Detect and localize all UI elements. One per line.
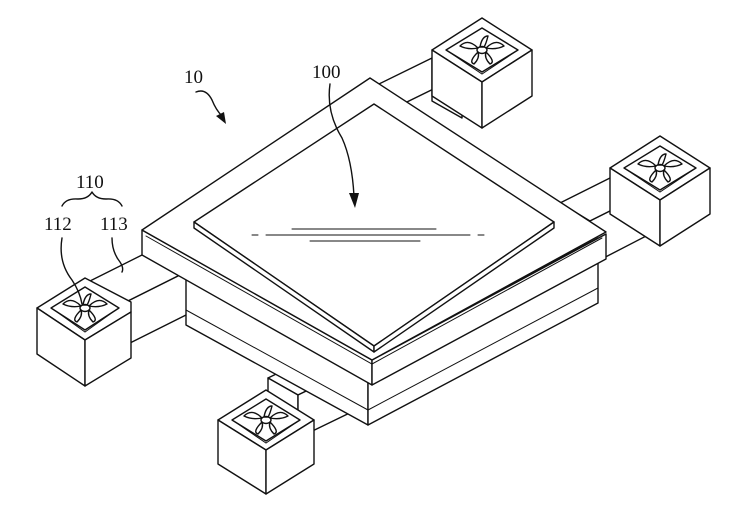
fan-icon bbox=[459, 35, 505, 65]
leader-housing bbox=[111, 237, 124, 273]
fan-icon bbox=[637, 153, 683, 183]
label-device: 10 bbox=[184, 67, 203, 88]
label-panel: 100 bbox=[312, 62, 341, 83]
arrowhead-panel bbox=[349, 193, 359, 208]
fan-module-left bbox=[36, 277, 132, 387]
display-panel bbox=[193, 103, 555, 353]
label-housing: 113 bbox=[100, 214, 128, 235]
brace-module bbox=[61, 191, 123, 207]
fan-icon bbox=[62, 293, 108, 323]
leader-fan bbox=[60, 237, 83, 305]
fan-module-right bbox=[609, 135, 711, 247]
fan-module-bottom bbox=[217, 389, 315, 495]
fan-icon bbox=[243, 405, 289, 435]
leader-panel bbox=[328, 83, 355, 197]
arrowhead-device bbox=[216, 112, 226, 124]
label-fan: 112 bbox=[44, 214, 72, 235]
label-module: 110 bbox=[76, 172, 104, 193]
leader-device bbox=[195, 90, 223, 117]
fan-module-top-right bbox=[431, 17, 533, 129]
